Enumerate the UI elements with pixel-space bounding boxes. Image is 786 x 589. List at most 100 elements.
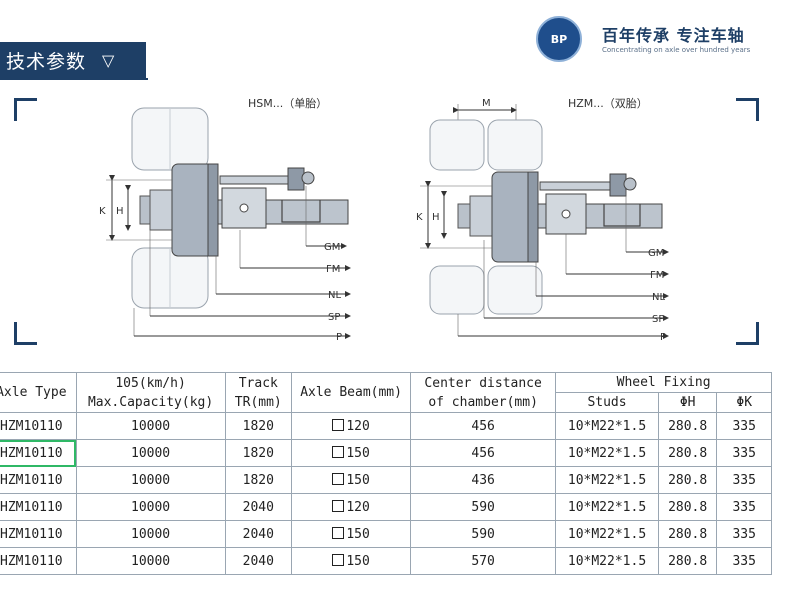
svg-text:GM: GM: [324, 242, 340, 253]
cell-phi-h[interactable]: 280.8: [657, 520, 718, 548]
cell-track[interactable]: 2040: [224, 547, 293, 575]
brand-subtitle: Concentrating on axle over hundred years: [602, 46, 751, 54]
svg-text:K: K: [99, 206, 106, 217]
cell-track[interactable]: 2040: [224, 520, 293, 548]
square-section-icon: [332, 418, 345, 431]
table-row: HZM10110 10000 2040 120 590 10*M22*1.5 2…: [0, 493, 772, 521]
brand-slogan: 百年传承 专注车轴: [602, 26, 745, 45]
cell-phi-h[interactable]: 280.8: [657, 547, 718, 575]
square-section-icon: [332, 499, 345, 512]
cell-phi-k[interactable]: 335: [716, 520, 772, 548]
cell-phi-h[interactable]: 280.8: [657, 493, 718, 521]
cell-capacity[interactable]: 10000: [75, 547, 226, 575]
cell-phi-k[interactable]: 335: [716, 547, 772, 575]
cell-phi-h[interactable]: 280.8: [657, 466, 718, 494]
svg-text:H: H: [432, 212, 440, 223]
cell-type[interactable]: HZM10110: [0, 412, 77, 440]
svg-text:SP: SP: [652, 314, 664, 325]
cell-track[interactable]: 1820: [224, 412, 293, 440]
cell-beam[interactable]: 150: [291, 439, 412, 467]
cell-phi-h[interactable]: 280.8: [657, 439, 718, 467]
corner-bracket-tl: [14, 98, 37, 121]
caret-down-icon: ▽: [102, 50, 116, 70]
dual-tire-diagram: HZM...（双胎） M K H GM: [416, 96, 669, 343]
brand-logo-icon: BP: [536, 16, 582, 62]
cell-beam[interactable]: 120: [291, 412, 412, 440]
header-phi-k: ΦK: [716, 392, 772, 413]
cell-phi-k[interactable]: 335: [716, 412, 772, 440]
cell-track[interactable]: 1820: [224, 439, 293, 467]
header-wheel-fixing: Wheel Fixing: [555, 372, 772, 393]
cell-type-selected[interactable]: HZM10110: [0, 439, 77, 467]
cell-center[interactable]: 590: [410, 520, 557, 548]
svg-text:FM: FM: [326, 264, 340, 275]
header-axle-type: Axle Type: [0, 372, 77, 413]
cell-studs[interactable]: 10*M22*1.5: [555, 466, 659, 494]
svg-text:NL: NL: [328, 290, 341, 301]
svg-text:P: P: [336, 332, 342, 343]
cell-phi-k[interactable]: 335: [716, 439, 772, 467]
cell-studs[interactable]: 10*M22*1.5: [555, 520, 659, 548]
square-section-icon: [332, 526, 345, 539]
cell-type[interactable]: HZM10110: [0, 493, 77, 521]
svg-text:M: M: [482, 98, 491, 109]
svg-text:P: P: [660, 332, 666, 343]
cell-beam[interactable]: 150: [291, 520, 412, 548]
table-row: HZM10110 10000 1820 150 456 10*M22*1.5 2…: [0, 439, 772, 467]
cell-studs[interactable]: 10*M22*1.5: [555, 412, 659, 440]
corner-bracket-br: [736, 322, 759, 345]
cell-studs[interactable]: 10*M22*1.5: [555, 547, 659, 575]
header-phi-h: ΦH: [657, 392, 718, 413]
cell-capacity[interactable]: 10000: [75, 520, 226, 548]
cell-center[interactable]: 456: [410, 412, 557, 440]
section-title-tab: 技术参数 ▽: [0, 42, 146, 78]
cell-type[interactable]: HZM10110: [0, 466, 77, 494]
cell-center[interactable]: 570: [410, 547, 557, 575]
cell-capacity[interactable]: 10000: [75, 412, 226, 440]
svg-text:K: K: [416, 212, 423, 223]
cell-type[interactable]: HZM10110: [0, 547, 77, 575]
cell-phi-k[interactable]: 335: [716, 493, 772, 521]
cell-studs[interactable]: 10*M22*1.5: [555, 493, 659, 521]
header-studs: Studs: [555, 392, 659, 413]
table-row: HZM10110 10000 2040 150 570 10*M22*1.5 2…: [0, 547, 772, 575]
svg-text:H: H: [116, 206, 124, 217]
cell-phi-h[interactable]: 280.8: [657, 412, 718, 440]
spec-table: Axle Type 105(km/h)Max.Capacity(kg) Trac…: [0, 372, 772, 575]
square-section-icon: [332, 445, 345, 458]
svg-text:SP: SP: [328, 312, 340, 323]
cell-type[interactable]: HZM10110: [0, 520, 77, 548]
cell-capacity[interactable]: 10000: [75, 466, 226, 494]
diagram-title-dual: HZM...（双胎）: [568, 96, 648, 110]
cell-beam[interactable]: 150: [291, 547, 412, 575]
corner-bracket-tr: [736, 98, 759, 121]
cell-track[interactable]: 2040: [224, 493, 293, 521]
square-section-icon: [332, 472, 345, 485]
single-tire-diagram: HSM...（单胎） K H GM F: [99, 96, 351, 343]
svg-text:GM: GM: [648, 248, 664, 259]
cell-phi-k[interactable]: 335: [716, 466, 772, 494]
cell-capacity[interactable]: 10000: [75, 493, 226, 521]
axle-diagrams: HSM...（单胎） K H GM F: [99, 96, 669, 343]
cell-track[interactable]: 1820: [224, 466, 293, 494]
section-underline: [0, 78, 148, 80]
svg-text:NL: NL: [652, 292, 665, 303]
cell-center[interactable]: 590: [410, 493, 557, 521]
header-axle-beam: Axle Beam(mm): [291, 372, 412, 413]
svg-text:FM: FM: [650, 270, 664, 281]
diagram-title-single: HSM...（单胎）: [248, 96, 327, 110]
corner-bracket-bl: [14, 322, 37, 345]
cell-studs[interactable]: 10*M22*1.5: [555, 439, 659, 467]
cell-beam[interactable]: 120: [291, 493, 412, 521]
square-section-icon: [332, 553, 345, 566]
table-row: HZM10110 10000 1820 120 456 10*M22*1.5 2…: [0, 412, 772, 440]
table-row: HZM10110 10000 2040 150 590 10*M22*1.5 2…: [0, 520, 772, 548]
cell-center[interactable]: 436: [410, 466, 557, 494]
header-capacity: 105(km/h)Max.Capacity(kg): [75, 372, 226, 413]
section-title: 技术参数: [6, 50, 87, 73]
cell-beam[interactable]: 150: [291, 466, 412, 494]
cell-center[interactable]: 456: [410, 439, 557, 467]
cell-capacity[interactable]: 10000: [75, 439, 226, 467]
